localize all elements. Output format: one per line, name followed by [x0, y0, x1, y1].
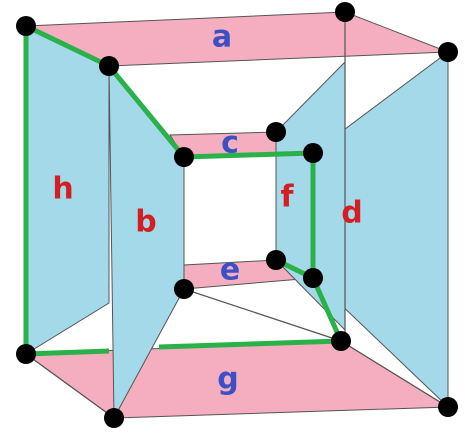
vertex — [16, 16, 36, 36]
label-a: a — [212, 20, 232, 55]
vertex — [266, 122, 286, 142]
label-g: g — [217, 362, 238, 397]
label-d: d — [341, 196, 362, 231]
vertex — [104, 408, 124, 428]
vertex — [438, 397, 458, 417]
label-c: c — [221, 126, 239, 161]
label-h: h — [52, 172, 73, 207]
vertex — [331, 331, 351, 351]
vertex — [16, 344, 36, 364]
vertices — [16, 2, 458, 428]
vertex — [174, 147, 194, 167]
label-e: e — [220, 253, 240, 288]
vertex — [266, 250, 286, 270]
vertex — [99, 56, 119, 76]
label-b: b — [135, 205, 156, 240]
vertex — [303, 268, 323, 288]
vertex — [303, 143, 323, 163]
vertex — [335, 2, 355, 22]
vertex — [438, 42, 458, 62]
cube-edges — [25, 12, 449, 419]
vertex — [174, 279, 194, 299]
label-f: f — [280, 180, 294, 215]
